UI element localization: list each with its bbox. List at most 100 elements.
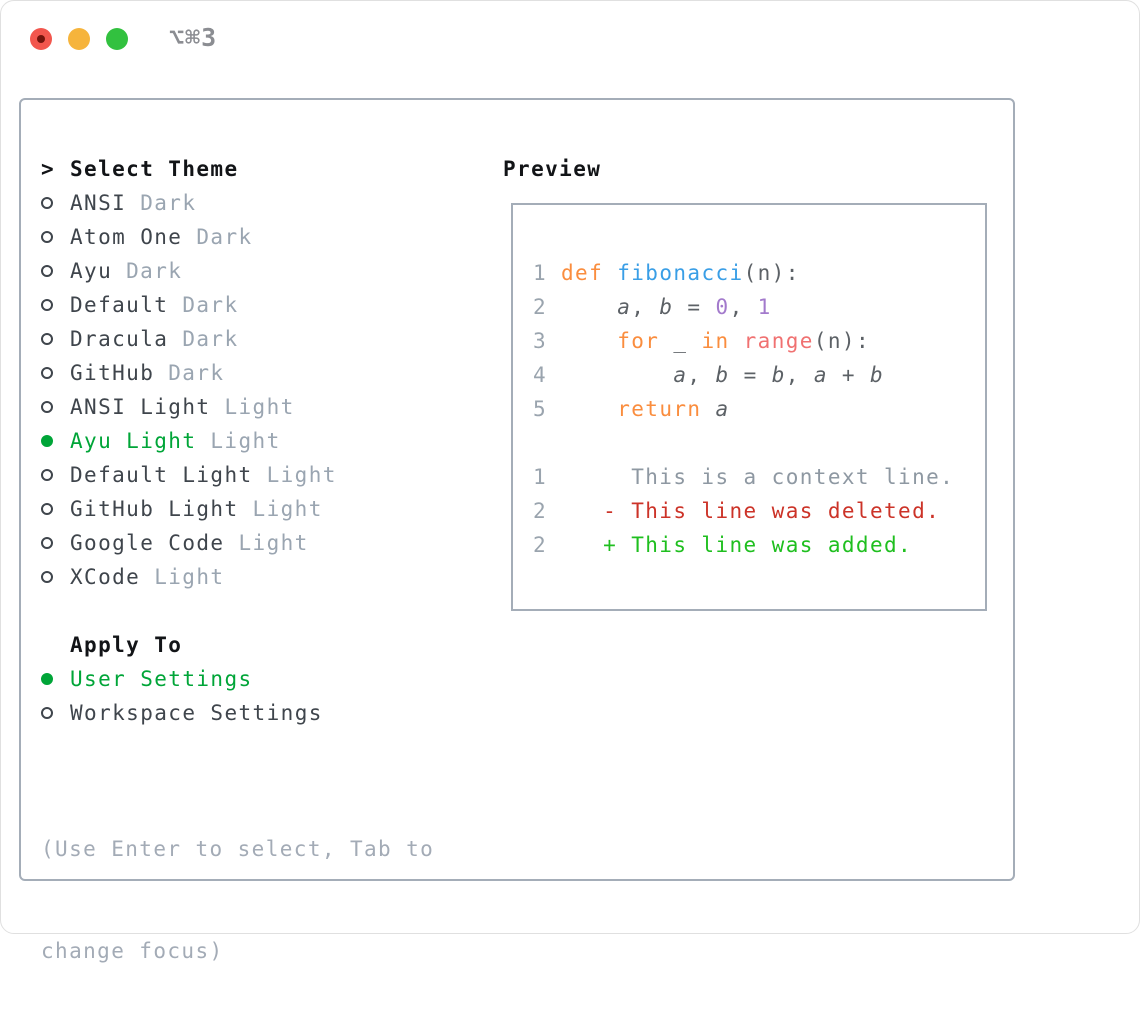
prompt-caret-icon: > (41, 157, 56, 181)
theme-option[interactable]: XCode Light (41, 560, 337, 594)
radio-icon (41, 197, 70, 209)
theme-option[interactable]: Ayu Light Light (41, 424, 337, 458)
option-label: Default Light (70, 463, 253, 487)
radio-icon (41, 333, 70, 345)
apply-to-header: Apply To (41, 628, 182, 662)
code-token: fibonacci (617, 261, 744, 285)
hint-text: (Use Enter to select, Tab to change focu… (41, 764, 434, 1036)
option-label: Ayu (70, 259, 113, 283)
code-token: _ (659, 329, 702, 353)
code-token: return (617, 397, 702, 421)
theme-option[interactable]: Google Code Light (41, 526, 337, 560)
titlebar[interactable]: ⌥⌘3 (1, 1, 1139, 71)
radio-selected-icon (41, 435, 70, 447)
option-label: ANSI (70, 191, 127, 215)
code-token: , (729, 295, 758, 319)
code-token: = (673, 295, 716, 319)
select-theme-title: Select Theme (70, 157, 239, 181)
line-number: 4 (533, 363, 548, 387)
code-line: 4 a, b = b, a + b (533, 358, 985, 392)
variant-badge: Light (238, 531, 309, 555)
apply-to-option[interactable]: Workspace Settings (41, 696, 323, 730)
theme-option[interactable]: ANSI Light Light (41, 390, 337, 424)
apply-to-title: Apply To (70, 633, 183, 657)
preview-title: Preview (503, 157, 602, 181)
line-number: 5 (533, 397, 548, 421)
variant-badge: Light (210, 429, 281, 453)
code-token: , (687, 363, 716, 387)
line-number: 2 (533, 295, 548, 319)
code-token: + This line was added. (561, 533, 913, 557)
radio-icon (41, 537, 70, 549)
select-theme-header: > Select Theme (41, 152, 239, 186)
option-label: Ayu Light (70, 429, 197, 453)
variant-badge: Dark (126, 259, 183, 283)
code-token: a (673, 363, 688, 387)
unsaved-dot-icon (37, 35, 45, 43)
option-label: Dracula (70, 327, 169, 351)
radio-selected-icon (41, 673, 70, 685)
code-line: 5 return a (533, 392, 985, 426)
option-label: Atom One (70, 225, 183, 249)
code-token: a (715, 397, 730, 421)
variant-badge: Light (252, 497, 323, 521)
window-title: ⌥⌘3 (169, 23, 218, 52)
hint-line-1: (Use Enter to select, Tab to (41, 837, 435, 861)
line-number: 2 (533, 499, 548, 523)
option-label: User Settings (70, 667, 253, 691)
radio-icon (41, 367, 70, 379)
variant-badge: Dark (182, 293, 239, 317)
option-label: Workspace Settings (70, 701, 323, 725)
code-token: def (561, 261, 604, 285)
option-label: XCode (70, 565, 141, 589)
apply-to-option[interactable]: User Settings (41, 662, 323, 696)
code-token: for (617, 329, 660, 353)
code-token (701, 397, 715, 421)
line-number: 2 (533, 533, 548, 557)
option-label: Google Code (70, 531, 225, 555)
radio-icon (41, 265, 70, 277)
zoom-button[interactable] (106, 28, 128, 50)
code-token (561, 295, 617, 319)
code-token: (n): (743, 261, 800, 285)
code-token: 0 (715, 295, 730, 319)
variant-badge: Dark (168, 361, 225, 385)
code-token: + (827, 363, 871, 387)
radio-icon (41, 571, 70, 583)
line-number: 1 (533, 465, 548, 489)
code-token: a (813, 363, 828, 387)
code-line: 3 for _ in range(n): (533, 324, 985, 358)
variant-badge: Light (154, 565, 225, 589)
variant-badge: Dark (140, 191, 197, 215)
radio-icon (41, 231, 70, 243)
minimize-button[interactable] (68, 28, 90, 50)
code-token: , (631, 295, 660, 319)
code-line: 2 + This line was added. (533, 528, 985, 562)
code-token: - This line was deleted. (561, 499, 941, 523)
radio-icon (41, 503, 70, 515)
option-label: ANSI Light (70, 395, 211, 419)
code-token: a (617, 295, 632, 319)
theme-option[interactable]: ANSI Dark (41, 186, 337, 220)
code-line: 1 This is a context line. (533, 460, 985, 494)
code-token: This is a context line. (561, 465, 955, 489)
theme-option[interactable]: Ayu Dark (41, 254, 337, 288)
preview-header: Preview (503, 152, 601, 186)
code-token (603, 261, 617, 285)
code-token: , (785, 363, 814, 387)
code-token (561, 363, 673, 387)
code-token: = (729, 363, 772, 387)
close-button[interactable] (30, 28, 52, 50)
variant-badge: Light (224, 395, 295, 419)
radio-icon (41, 469, 70, 481)
